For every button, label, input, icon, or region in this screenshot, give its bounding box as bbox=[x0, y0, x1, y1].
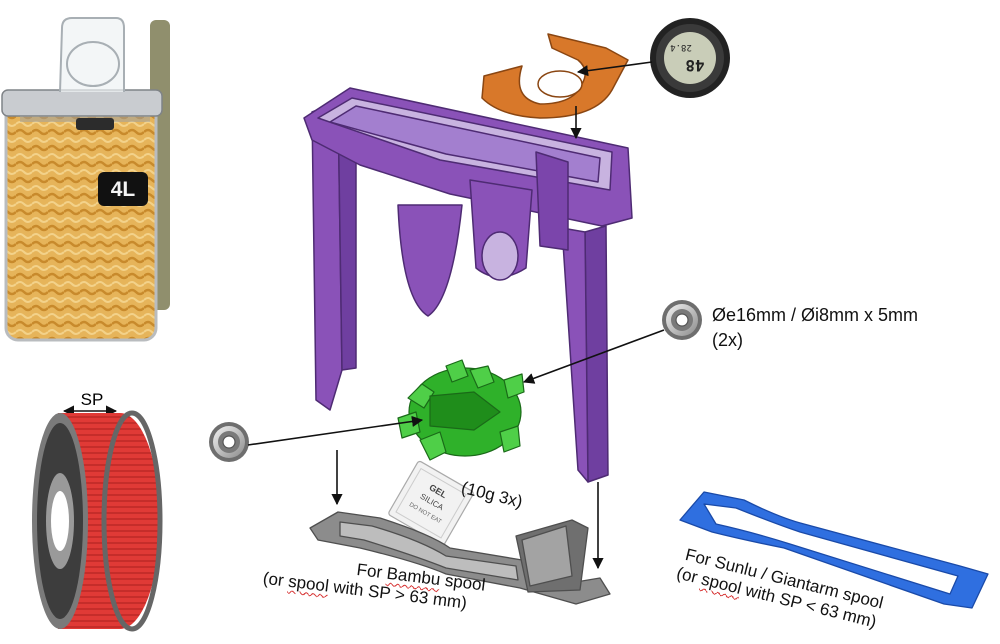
bambu-tray bbox=[309, 511, 611, 605]
silica-gel-pack-icon bbox=[388, 460, 474, 546]
container-size-label: 4L bbox=[111, 178, 136, 201]
spool-dimension-label: SP bbox=[81, 390, 104, 409]
hygrometer-icon bbox=[650, 18, 730, 98]
filament-spool-image bbox=[32, 405, 163, 632]
purple-frame bbox=[303, 87, 633, 483]
assembly-arrows bbox=[247, 61, 665, 570]
pasta-container-image bbox=[1, 17, 170, 342]
bearing-qty-label: (2x) bbox=[712, 330, 743, 350]
bearing-icon bbox=[662, 300, 702, 340]
hygrometer-humidity: 48 bbox=[685, 56, 704, 75]
green-roller bbox=[397, 359, 525, 461]
hygrometer-temp: 28.4 bbox=[670, 42, 692, 52]
bearing-spec-label: Øe16mm / Øi8mm x 5mm bbox=[712, 305, 919, 325]
bearing-icon bbox=[209, 422, 249, 462]
sunlu-tray bbox=[679, 491, 989, 609]
hygrometer-mount bbox=[481, 33, 629, 119]
